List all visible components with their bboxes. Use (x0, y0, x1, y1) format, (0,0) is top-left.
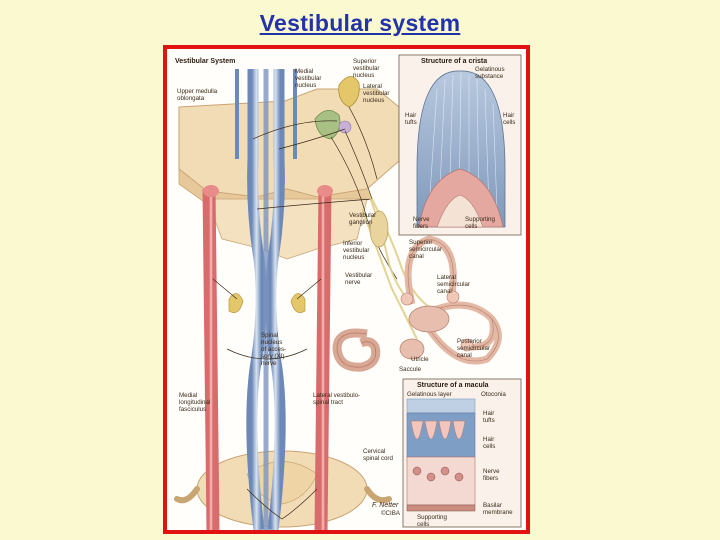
label-lateral-3: nucleus (363, 97, 384, 104)
label-spinal-3: of acces- (261, 346, 286, 353)
label-medial-2: vestibular (295, 75, 321, 82)
saccule (399, 338, 425, 360)
label-medial-1: Medial (295, 68, 313, 75)
label-otoconia: Otoconia (481, 391, 506, 398)
label-ganglion-2: ganglion (349, 219, 373, 226)
label-lat-canal-1: Lateral (437, 274, 456, 281)
figure-frame: Vestibular System Structure of a crista … (163, 45, 530, 534)
label-post-canal-1: Posterior (457, 338, 482, 345)
utricle (408, 305, 450, 333)
label-ganglion-1: Vestibular (349, 212, 376, 219)
label-vest-nerve-1: Vestibular (345, 272, 372, 279)
label-basilar-1: Basilar (483, 502, 502, 509)
label-m-hair-tufts-1: Hair (483, 410, 494, 417)
crista-heading: Structure of a crista (421, 58, 487, 65)
vestibular-illustration: Vestibular System Structure of a crista … (174, 54, 522, 530)
label-m-nerve-2: fibers (483, 475, 498, 482)
label-m-hair-tufts-2: tufts (483, 417, 495, 424)
label-superior-1: Superior (353, 58, 376, 65)
label-basilar-2: membrane (483, 509, 513, 516)
label-spinal-2: nucleus (261, 339, 282, 346)
label-mlf-1: Medial (179, 392, 197, 399)
label-lateral-2: vestibular (363, 90, 389, 97)
main-heading: Vestibular System (175, 58, 235, 65)
label-m-hair-cells-2: cells (483, 443, 495, 450)
label-supporting-2: cells (465, 223, 477, 230)
label-utricle: Utricle (411, 356, 429, 363)
label-inferior-2: vestibular (343, 247, 369, 254)
label-medial-3: nucleus (295, 82, 316, 89)
label-post-canal-2: semicircular (457, 345, 490, 352)
label-lvst-2: spinal tract (313, 399, 343, 406)
label-m-support-2: cells (417, 521, 429, 528)
label-sup-canal-3: canal (409, 253, 424, 260)
label-upper-medulla-1: Upper medulla (177, 88, 218, 95)
right-red-tract (314, 188, 332, 530)
label-spinal-5: nerve (261, 360, 277, 367)
right-blue-tract (265, 69, 286, 530)
label-supporting-1: Supporting (465, 216, 495, 223)
label-mlf-2: longitudinal (179, 399, 210, 406)
label-gelatinous-1: Gelatinous (475, 66, 505, 73)
label-sup-canal-1: Superior (409, 239, 432, 246)
label-sup-canal-2: semicircular (409, 246, 442, 253)
label-mlf-3: fasciculus (179, 406, 206, 413)
left-red-tract (202, 188, 220, 530)
label-nerve-fibers-2: fibers (413, 223, 428, 230)
label-spinal-1: Spinal (261, 332, 278, 339)
artist-signature: F. Netter (372, 502, 399, 509)
macula-inset (402, 378, 522, 528)
label-gelatinous-2: substance (475, 73, 504, 80)
label-lat-canal-3: canal (437, 288, 452, 295)
label-cervical-1: Cervical (363, 448, 385, 455)
label-inferior-3: nucleus (343, 254, 364, 261)
copyright-mark: ©CIBA (381, 510, 401, 517)
label-hair-cells-1: Hair (503, 112, 514, 119)
label-nerve-fibers-1: Nerve (413, 216, 430, 223)
label-hair-cells-2: cells (503, 119, 515, 126)
label-m-hair-cells-1: Hair (483, 436, 494, 443)
label-superior-3: nucleus (353, 72, 374, 79)
label-hair-tufts-2: tufts (405, 119, 417, 126)
label-saccule: Saccule (399, 366, 422, 373)
label-inferior-1: Inferior (343, 240, 362, 247)
superior-vestibular-nucleus (338, 76, 360, 108)
label-lat-canal-2: semicircular (437, 281, 470, 288)
label-hair-tufts-1: Hair (405, 112, 416, 119)
label-gel-layer: Gelatinous layer (407, 391, 452, 398)
medial-vestibular-nucleus (314, 110, 341, 140)
label-lvst-1: Lateral vestibulo- (313, 392, 360, 399)
label-spinal-4: sory (XI) (261, 353, 284, 360)
label-m-nerve-1: Nerve (483, 468, 500, 475)
label-upper-medulla-2: oblongata (177, 95, 205, 102)
crista-inset (398, 54, 522, 236)
left-blue-tract (246, 69, 267, 530)
label-lateral-1: Lateral (363, 83, 382, 90)
slide-title: Vestibular system (259, 10, 461, 36)
label-cervical-2: spinal cord (363, 455, 393, 462)
label-superior-2: vestibular (353, 65, 379, 72)
label-vest-nerve-2: nerve (345, 279, 361, 286)
vestibular-ganglion (369, 210, 389, 248)
label-m-support-1: Supporting (417, 514, 447, 521)
macula-heading: Structure of a macula (417, 382, 489, 389)
label-post-canal-3: canal (457, 352, 472, 359)
